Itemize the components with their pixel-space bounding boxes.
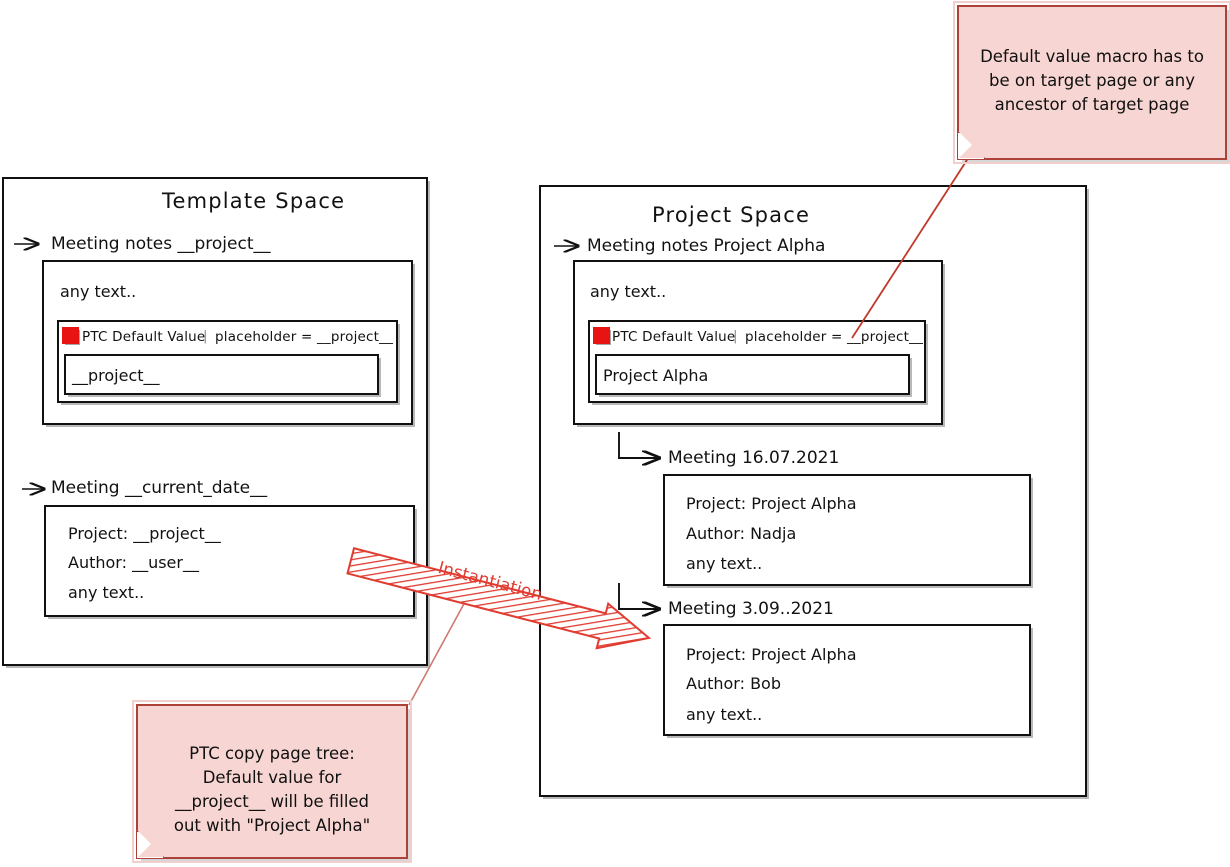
project-page-1-macro-name: PTC Default Value xyxy=(612,329,736,345)
red-square-icon xyxy=(62,327,79,344)
note-top-right-line-0: Default value macro has to xyxy=(980,47,1204,66)
note-bottom-left-line-1: Default value for xyxy=(202,768,342,787)
template-page-1-title: Meeting notes __project__ xyxy=(51,234,271,254)
project-page-1-macro-value: Project Alpha xyxy=(603,366,709,385)
template-page-1-macro-name: PTC Default Value xyxy=(82,329,206,345)
note-top-right: Default value macro has to be on target … xyxy=(953,1,1230,164)
note-top-right-line-1: be on target page or any xyxy=(989,71,1195,90)
project-page-2-title: Meeting 16.07.2021 xyxy=(668,448,840,468)
project-page-2-line-1: Author: Nadja xyxy=(686,524,797,543)
template-page-2-line-1: Author: __user__ xyxy=(68,553,199,572)
template-page-2-title: Meeting __current_date__ xyxy=(51,478,268,498)
project-page-1-macro-separator: | xyxy=(733,328,738,344)
project-page-3-line-1: Author: Bob xyxy=(686,674,781,693)
template-page-1-macro-value: __project__ xyxy=(72,366,160,385)
project-page-3-title: Meeting 3.09..2021 xyxy=(668,599,834,619)
note-bottom-left-line-2: __project__ will be filled xyxy=(174,792,370,811)
project-page-2-box xyxy=(663,474,1031,586)
note-bottom-left: PTC copy page tree: Default value for __… xyxy=(132,700,412,863)
instantiation-label: Instantiation xyxy=(435,558,545,605)
project-page-2-line-0: Project: Project Alpha xyxy=(686,494,857,513)
project-page-3-line-2: any text.. xyxy=(686,705,763,724)
project-page-1-macro-value-box xyxy=(595,354,910,395)
note-bottom-left-line-3: out with "Project Alpha" xyxy=(173,816,371,835)
project-page-1-title: Meeting notes Project Alpha xyxy=(587,236,826,256)
template-page-1-macro-separator: | xyxy=(203,328,208,344)
project-space-title: Project Space xyxy=(652,203,811,227)
template-page-2-line-2: any text.. xyxy=(68,583,145,602)
project-page-2-line-2: any text.. xyxy=(686,554,763,573)
template-page-1-line-0: any text.. xyxy=(60,282,137,301)
note-bottom-left-line-0: PTC copy page tree: xyxy=(189,744,355,763)
project-page-3-box xyxy=(663,624,1031,736)
project-page-1-line-0: any text.. xyxy=(590,282,667,301)
red-square-icon xyxy=(593,327,610,344)
note-fold-triangle xyxy=(138,832,163,857)
template-page-2-line-0: Project: __project__ xyxy=(68,524,221,543)
project-page-3-line-0: Project: Project Alpha xyxy=(686,645,857,664)
note-top-right-line-2: ancestor of target page xyxy=(994,95,1190,114)
template-page-1-macro-param: placeholder = __project__ xyxy=(215,329,394,345)
template-page-1-macro-value-box xyxy=(64,354,379,395)
note-fold-triangle xyxy=(959,133,984,158)
project-page-1-macro-param: placeholder = __project__ xyxy=(745,329,924,345)
template-space-title: Template Space xyxy=(162,189,346,213)
